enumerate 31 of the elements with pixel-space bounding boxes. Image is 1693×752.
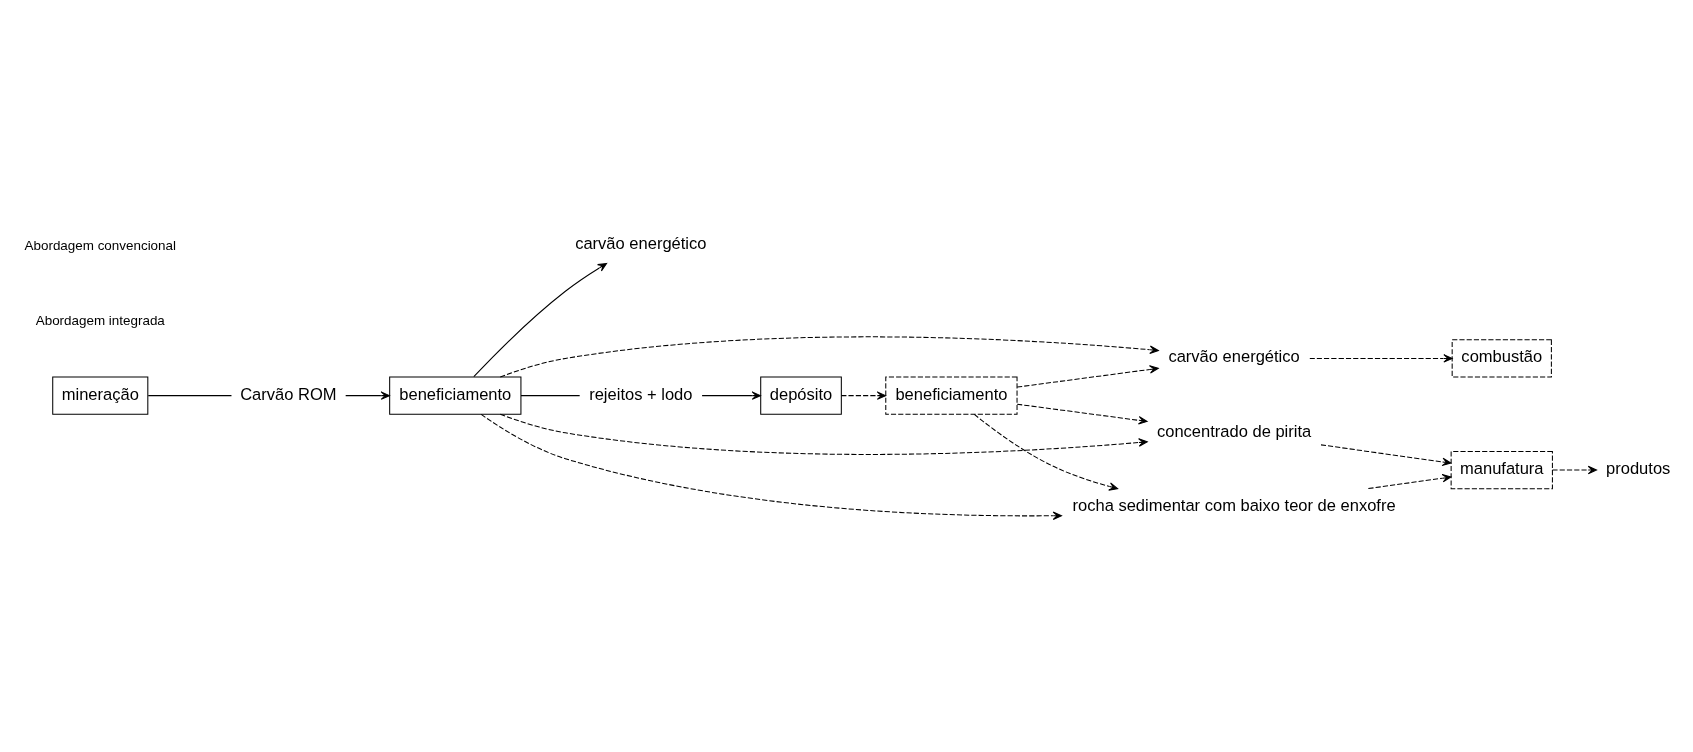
node-box: combustão <box>1451 339 1552 378</box>
node-text: Carvão ROM <box>240 384 337 404</box>
connector <box>520 395 581 397</box>
arrow <box>345 391 390 400</box>
arrow <box>1016 365 1159 388</box>
node-box: beneficiamento <box>885 376 1018 415</box>
node-box: mineração <box>52 376 149 415</box>
arrow <box>499 336 1159 378</box>
arrow <box>973 413 1119 491</box>
connector <box>147 395 232 397</box>
node-text: rejeitos + lodo <box>589 384 693 404</box>
arrow <box>1367 473 1452 490</box>
arrow <box>1320 444 1452 467</box>
arrow <box>1016 403 1148 425</box>
arrow <box>480 413 1062 520</box>
node-box: manufatura <box>1450 450 1553 490</box>
node-box: depósito <box>760 376 842 415</box>
legend-label: Abordagem integrada <box>35 312 165 328</box>
arrow <box>473 263 608 378</box>
arrow <box>1551 465 1598 475</box>
arrow <box>1309 354 1453 363</box>
arrow <box>499 413 1148 455</box>
arrow <box>701 391 761 400</box>
node-text: carvão energético <box>1168 347 1300 367</box>
node-text: carvão energético <box>575 233 707 253</box>
node-text: concentrado de pirita <box>1156 421 1312 441</box>
arrow <box>840 391 887 400</box>
node-text: produtos <box>1606 458 1671 478</box>
node-text: rocha sedimentar com baixo teor de enxofre <box>1072 496 1396 516</box>
node-box: beneficiamento <box>389 376 522 415</box>
legend-label: Abordagem convencional <box>24 238 177 254</box>
